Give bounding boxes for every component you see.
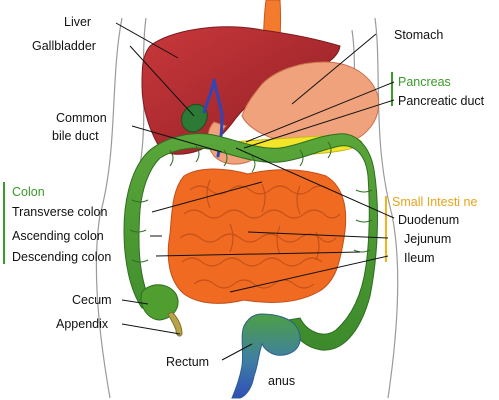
label-gallbladder: Gallbladder xyxy=(32,39,96,53)
label-liver: Liver xyxy=(64,15,91,29)
gallbladder xyxy=(181,103,208,133)
rectum xyxy=(231,313,301,399)
small-intestine xyxy=(167,168,347,304)
label-cecum: Cecum xyxy=(72,293,112,307)
label-duodenum: Duodenum xyxy=(398,213,459,227)
label-rectum: Rectum xyxy=(166,355,209,369)
group-title-colon: Colon xyxy=(12,185,45,199)
appendix xyxy=(167,311,183,337)
label-ascending-colon: Ascending colon xyxy=(12,229,104,243)
label-descending-colon: Descending colon xyxy=(12,250,111,264)
label-common-bile-duct-line2: bile duct xyxy=(52,129,99,143)
cecum xyxy=(140,284,179,321)
label-transverse-colon: Transverse colon xyxy=(12,205,107,219)
label-pancreas: Pancreas xyxy=(398,75,451,89)
label-jejunum: Jejunum xyxy=(404,232,451,246)
label-pancreatic-duct: Pancreatic duct xyxy=(398,94,485,108)
colon-haustra xyxy=(129,141,373,263)
label-appendix: Appendix xyxy=(56,317,109,331)
leader-lines xyxy=(115,22,395,361)
label-common-bile-duct-line1: Common xyxy=(56,111,107,125)
label-ileum: Ileum xyxy=(404,251,435,265)
label-stomach: Stomach xyxy=(394,28,443,42)
group-title-small-intestine: Small Intesti ne xyxy=(392,195,478,209)
label-anus: anus xyxy=(268,374,295,388)
